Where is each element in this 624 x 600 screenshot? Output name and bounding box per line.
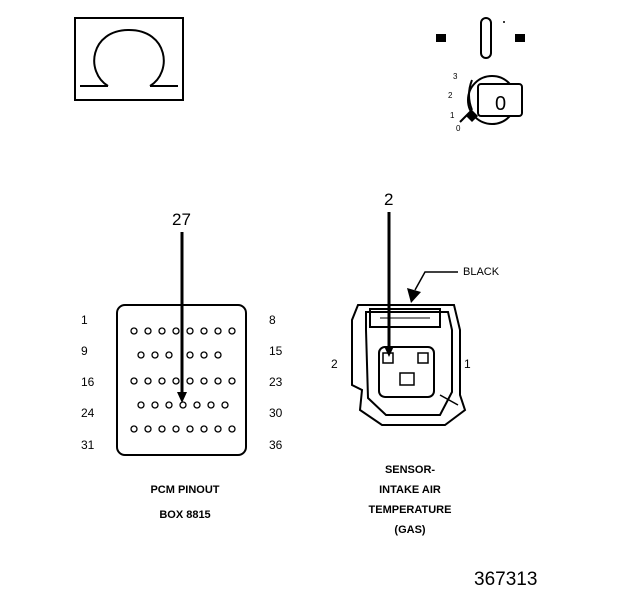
pcm-pin <box>228 327 236 335</box>
pcm-pin <box>151 401 159 409</box>
pcm-pin-callout: 27 <box>172 210 191 229</box>
pcm-pin <box>158 377 166 385</box>
pcm-row-right-3: 23 <box>269 375 283 389</box>
black-leader-arrow <box>407 271 458 303</box>
ignition-key-label: 0 <box>495 93 507 115</box>
pcm-pin <box>214 425 222 433</box>
sensor-color-label: BLACK <box>463 266 500 278</box>
ignition-position-2: 2 <box>448 91 453 100</box>
pcm-pin <box>200 377 208 385</box>
pcm-row-right-5: 36 <box>269 438 283 452</box>
pcm-row-left-4: 24 <box>81 406 95 420</box>
pcm-pin <box>165 351 173 359</box>
pcm-pin <box>228 377 236 385</box>
pcm-pin <box>158 425 166 433</box>
pcm-pin <box>130 425 138 433</box>
pcm-pin <box>186 351 194 359</box>
pcm-pin <box>158 327 166 335</box>
pcm-pin <box>221 401 229 409</box>
pcm-pin <box>207 401 215 409</box>
pcm-pin <box>137 401 145 409</box>
pcm-pin <box>137 351 145 359</box>
pcm-pin <box>200 351 208 359</box>
sensor-terminal-right: 1 <box>464 357 471 371</box>
pcm-row-right-1: 8 <box>269 313 276 327</box>
ignition-position-3: 3 <box>453 72 458 81</box>
sensor-pin-callout: 2 <box>384 190 394 209</box>
figure-number: 367313 <box>474 569 538 590</box>
pcm-pin <box>130 327 138 335</box>
pcm-pin <box>186 327 194 335</box>
ignition-key-icon <box>436 17 525 125</box>
pcm-pin <box>214 377 222 385</box>
pcm-row-right-2: 15 <box>269 344 283 358</box>
pcm-row-left-2: 9 <box>81 344 88 358</box>
pcm-pin <box>214 351 222 359</box>
pcm-pin <box>172 377 180 385</box>
pcm-row-left-3: 16 <box>81 375 95 389</box>
pcm-pin-grid <box>130 327 236 433</box>
pcm-pin <box>144 425 152 433</box>
sensor-probe-arrow <box>384 212 394 357</box>
pcm-pin <box>214 327 222 335</box>
pcm-row-left-1: 1 <box>81 313 88 327</box>
pcm-caption-line1: PCM PINOUT <box>150 484 220 496</box>
pcm-pin <box>186 377 194 385</box>
pcm-caption-line2: BOX 8815 <box>159 509 211 521</box>
pcm-pin <box>228 425 236 433</box>
sensor-caption-line4: (GAS) <box>394 524 426 536</box>
sensor-terminal-left: 2 <box>331 357 338 371</box>
pcm-pin <box>193 401 201 409</box>
pcm-pin <box>179 401 187 409</box>
ohm-icon <box>74 17 184 101</box>
pcm-pin <box>172 327 180 335</box>
pcm-row-left-5: 31 <box>81 438 95 452</box>
pcm-pin <box>200 327 208 335</box>
sensor-caption-line3: TEMPERATURE <box>368 504 452 516</box>
pcm-pin <box>186 425 194 433</box>
pcm-pin <box>151 351 159 359</box>
sensor-caption-line1: SENSOR- <box>384 464 436 476</box>
pcm-pin <box>200 425 208 433</box>
ignition-position-0: 0 <box>456 124 461 133</box>
pcm-pin <box>172 425 180 433</box>
pcm-pin <box>144 377 152 385</box>
sensor-caption-line2: INTAKE AIR <box>379 484 441 496</box>
sensor-connector <box>351 304 467 426</box>
pcm-pin <box>165 401 173 409</box>
pcm-probe-arrow <box>177 232 187 403</box>
pcm-pin <box>130 377 138 385</box>
pcm-pin <box>144 327 152 335</box>
ignition-position-1: 1 <box>450 111 455 120</box>
pcm-row-right-4: 30 <box>269 406 283 420</box>
